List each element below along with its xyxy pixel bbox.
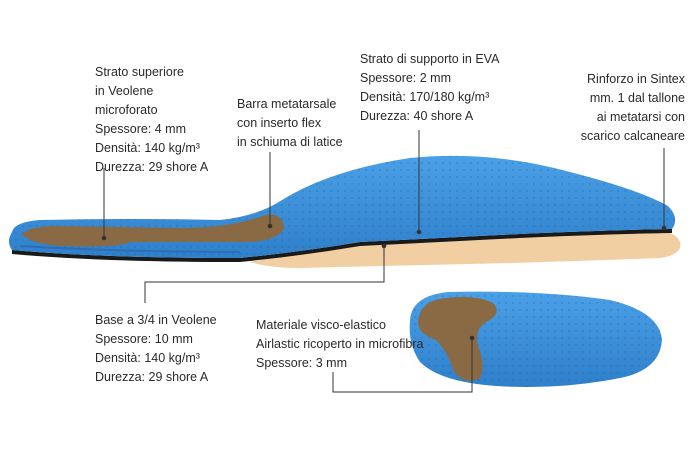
support-layer-shape xyxy=(12,229,672,262)
label-line: in schiuma di latice xyxy=(237,135,343,149)
label-line: Densità: 140 kg/m³ xyxy=(95,351,200,365)
bottom-brown-pad-shape xyxy=(418,296,497,381)
label-line: Rinforzo in Sintex xyxy=(587,72,685,86)
insole-bottom-view xyxy=(409,291,662,387)
label-base: Base a 3/4 in Veolene Spessore: 10 mm De… xyxy=(95,311,217,387)
label-barra-metatarsale: Barra metatarsale con inserto flex in sc… xyxy=(237,95,343,152)
label-line: Airlastic ricoperto in microfibra xyxy=(256,337,424,351)
label-line: Spessore: 4 mm xyxy=(95,122,187,136)
label-line: Materiale visco-elastico xyxy=(256,318,386,332)
label-rinforzo: Rinforzo in Sintex mm. 1 dal tallone ai … xyxy=(581,70,685,146)
leader-materiale xyxy=(332,338,473,393)
label-strato-superiore: Strato superiore in Veolene microforato … xyxy=(95,63,208,177)
label-line: Spessore: 2 mm xyxy=(360,71,452,85)
label-line: mm. 1 dal tallone xyxy=(589,91,685,105)
label-line: Durezza: 40 shore A xyxy=(360,109,474,123)
label-line: Spessore: 3 mm xyxy=(256,356,348,370)
label-materiale: Materiale visco-elastico Airlastic ricop… xyxy=(256,316,423,373)
label-line: ai metatarsi con xyxy=(596,110,685,124)
label-line: Barra metatarsale xyxy=(237,97,337,111)
base-layer-shape xyxy=(250,232,681,268)
leader-base xyxy=(144,246,385,303)
label-line: microforato xyxy=(95,103,158,117)
label-line: Densità: 140 kg/m³ xyxy=(95,141,200,155)
leader-lines xyxy=(101,130,667,393)
label-line: Durezza: 29 shore A xyxy=(95,160,209,174)
label-line: con inserto flex xyxy=(237,116,322,130)
label-strato-supporto: Strato di supporto in EVA Spessore: 2 mm… xyxy=(360,50,499,126)
label-line: Densità: 170/180 kg/m³ xyxy=(360,90,490,104)
metatarsal-pad-shape xyxy=(22,214,284,247)
label-line: Base a 3/4 in Veolene xyxy=(95,313,217,327)
insole-side-view xyxy=(9,155,681,268)
label-line: Spessore: 10 mm xyxy=(95,332,193,346)
label-line: in Veolene xyxy=(95,84,154,98)
label-line: Strato di supporto in EVA xyxy=(360,52,500,66)
label-line: scarico calcaneare xyxy=(580,129,685,143)
label-line: Durezza: 29 shore A xyxy=(95,370,209,384)
label-line: Strato superiore xyxy=(95,65,184,79)
